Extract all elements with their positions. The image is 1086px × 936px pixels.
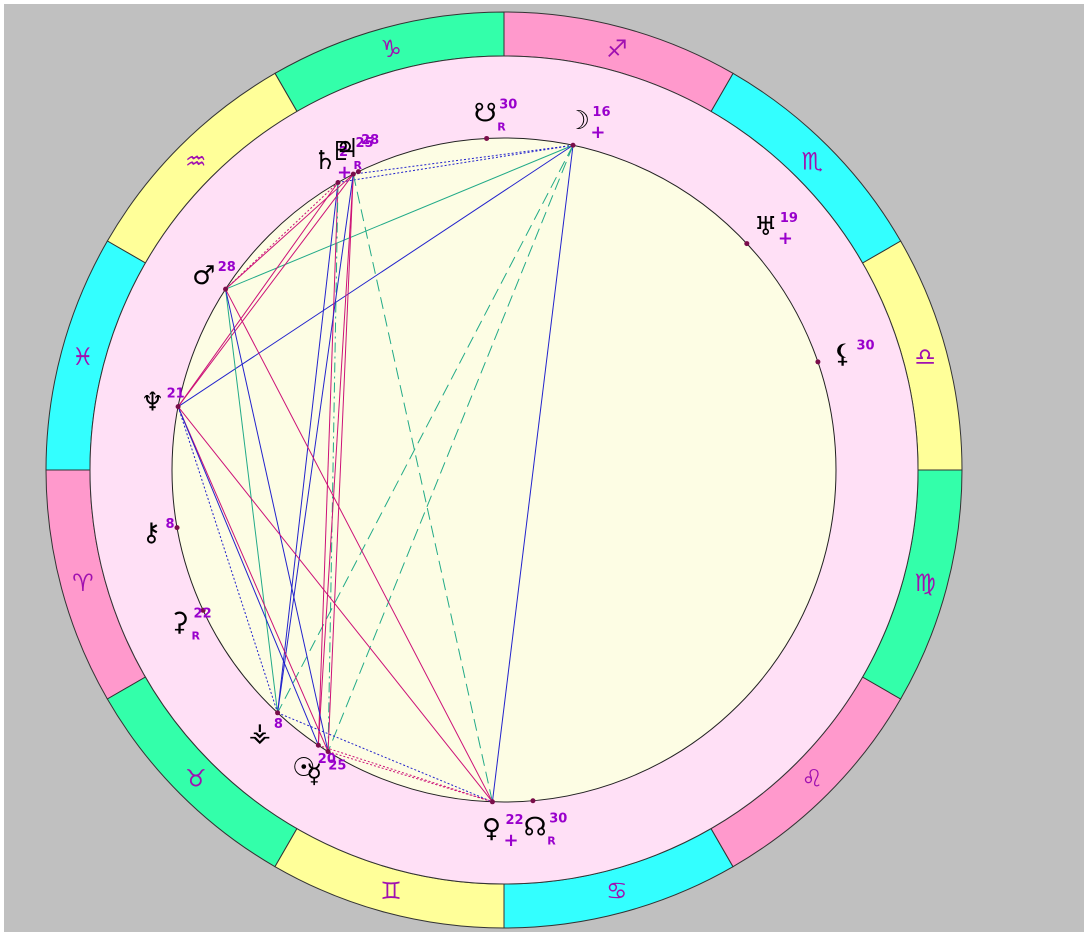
pluto-icon: ♇	[330, 137, 353, 167]
planet-dot-sun	[315, 742, 321, 748]
sign-glyph-capricorn: ♑	[380, 35, 402, 63]
lilith-degree: 30	[856, 338, 874, 353]
sign-glyph-sagittarius: ♐	[606, 35, 628, 63]
aspect-line-mars-mercury	[225, 289, 329, 752]
planet-dot-north-node	[530, 798, 536, 804]
sign-glyph-libra: ♎	[914, 343, 936, 371]
sign-glyph-aquarius: ♒	[185, 148, 207, 176]
aspect-line-mars-vesta	[225, 289, 279, 713]
jupiter-degree: 28	[361, 133, 379, 148]
aspect-line-moon-mercury	[327, 145, 574, 752]
north-node-icon: ☊	[524, 813, 547, 843]
sign-glyph-leo: ♌	[802, 764, 824, 792]
uranus-icon: ♅	[754, 212, 777, 242]
neptune-degree: 21	[167, 387, 185, 402]
moon-degree: 16	[592, 105, 610, 120]
south-node-degree: 30	[499, 97, 517, 112]
planet-dot-pluto	[350, 171, 356, 177]
north-node-marker: R	[547, 835, 556, 848]
sign-glyph-aries: ♈	[72, 569, 94, 597]
aspect-line-saturn-sun	[317, 182, 339, 746]
south-node-icon: ☋	[474, 98, 497, 128]
aspect-line-saturn-mercury	[327, 182, 339, 752]
ceres-icon: ⚳	[170, 607, 189, 637]
sign-glyph-pisces: ♓	[72, 343, 94, 371]
planet-dot-jupiter	[355, 169, 361, 175]
north-node-degree: 30	[549, 812, 567, 827]
aspect-line-pluto-neptune	[177, 173, 354, 407]
astrology-chart-wheel: ♈♉♊♋♌♍♎♏♐♑♒♓ ☽16+♅19+⚸30♀22+☊30R☿25☉20⚶8…	[45, 11, 963, 929]
sign-glyph-scorpio: ♏	[802, 148, 824, 176]
aspect-disc	[171, 137, 837, 803]
uranus-marker: +	[778, 228, 793, 249]
planet-dot-chiron	[174, 525, 180, 531]
aspect-line-mars-venus	[225, 288, 493, 803]
jupiter-icon: ♃	[335, 134, 358, 164]
sign-glyph-virgo: ♍	[914, 569, 936, 597]
moon-icon: ☽	[567, 106, 590, 136]
planet-dot-mercury	[325, 749, 331, 755]
mercury-degree: 25	[328, 759, 346, 774]
south-node-marker: R	[497, 120, 506, 133]
sun-degree: 20	[318, 752, 336, 767]
sign-glyph-taurus: ♉	[185, 764, 207, 792]
sign-glyph-gemini: ♊	[380, 877, 402, 905]
pluto-degree: 25	[355, 136, 373, 151]
aspect-line-pluto-sun	[317, 174, 354, 746]
lilith-icon: ⚸	[833, 339, 852, 369]
aspect-line-pluto-mercury	[327, 174, 354, 752]
saturn-marker: +	[337, 162, 352, 183]
aspect-line-neptune-venus	[177, 406, 493, 803]
pluto-marker: R	[353, 159, 362, 172]
ceres-marker: R	[192, 629, 201, 642]
chiron-icon: ⚷	[142, 518, 161, 548]
chiron-degree: 8	[165, 517, 174, 532]
planet-dot-uranus	[744, 241, 750, 247]
aspect-line-saturn-mars	[225, 182, 339, 290]
planet-layer: ☽16+♅19+⚸30♀22+☊30R☿25☉20⚶8⚳22R⚷8♆21♂28♄…	[141, 97, 875, 850]
aspect-line-mercury-venus	[327, 751, 493, 803]
mars-degree: 28	[218, 260, 236, 275]
aspect-line-moon-vesta	[277, 145, 574, 714]
saturn-icon: ♄	[313, 146, 336, 176]
uranus-degree: 19	[780, 211, 798, 226]
sun-icon: ☉	[292, 753, 315, 783]
aspect-line-moon-neptune	[177, 144, 574, 408]
venus-degree: 22	[506, 813, 524, 828]
aspect-line-moon-mars	[225, 144, 574, 290]
mars-icon: ♂	[192, 261, 215, 291]
vesta-degree: 8	[274, 717, 283, 732]
aspect-line-moon-venus	[491, 145, 574, 802]
venus-icon: ♀	[482, 814, 501, 844]
aspect-line-saturn-neptune	[177, 182, 339, 407]
ceres-degree: 22	[194, 606, 212, 621]
vesta-icon: ⚶	[249, 718, 271, 748]
aspect-line-pluto-mars	[225, 173, 354, 290]
sign-glyph-cancer: ♋	[606, 877, 628, 905]
mercury-icon: ☿	[306, 760, 322, 790]
planet-dot-saturn	[335, 179, 341, 185]
neptune-icon: ♆	[141, 388, 164, 418]
planet-dot-lilith	[815, 359, 821, 365]
moon-marker: +	[590, 122, 605, 143]
venus-marker: +	[504, 830, 519, 851]
planet-dot-neptune	[175, 404, 181, 410]
aspect-line-neptune-mercury	[177, 406, 329, 752]
planet-dot-mars	[223, 286, 229, 292]
aspect-line-pluto-vesta	[277, 174, 354, 713]
aspect-lines	[177, 144, 574, 803]
planet-dot-ceres	[200, 607, 206, 613]
aspect-line-sun-venus	[318, 744, 493, 803]
aspect-line-vesta-venus	[277, 712, 493, 803]
aspect-line-neptune-sun	[177, 406, 319, 746]
planet-dot-venus	[489, 799, 495, 805]
planet-dot-vesta	[275, 710, 281, 716]
aspect-line-neptune-vesta	[177, 406, 279, 713]
planet-dot-south-node	[484, 135, 490, 141]
planet-dot-moon	[570, 142, 576, 148]
saturn-degree: 2	[339, 145, 348, 160]
zodiac-sign-ring: ♈ ♉ ♊ ♋ ♌ ♍ ♎ ♏ ♐ ♑ ♒ ♓	[45, 11, 963, 929]
aspect-line-moon-pluto	[353, 144, 574, 175]
